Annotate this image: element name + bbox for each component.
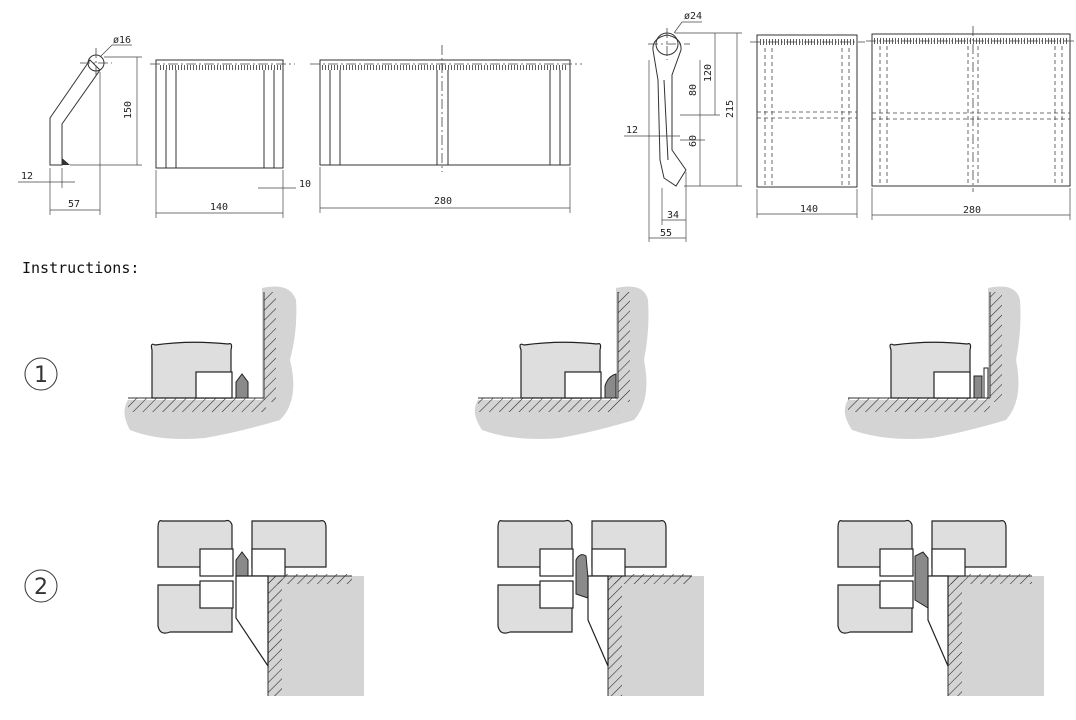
dim-width-55: 55 [660,228,672,239]
dim-mid-80: 80 [688,84,699,96]
large-profile-front-280: 280 [866,26,1074,220]
step-2-label: 2 [24,569,58,603]
large-profile-front-140: 140 [750,34,865,218]
dim-length-280-large: 280 [963,205,981,216]
dim-inner-34: 34 [667,210,679,221]
step-1-diagram-a [124,286,297,439]
dim-height-150: 150 [123,101,134,119]
dim-length-280: 280 [434,196,452,207]
instructions-title: Instructions: [22,259,139,277]
dim-thickness-12-large: 12 [626,125,638,136]
small-profile-front-280: 280 [310,45,582,213]
dim-diameter-16: ø16 [113,35,131,46]
dim-upper-120: 120 [703,64,714,82]
dim-offset-10: 10 [299,179,311,190]
dim-diameter-24: ø24 [684,11,702,22]
dim-total-215: 215 [725,100,736,118]
dim-thickness-12: 12 [21,171,33,182]
step-2-diagram-a [157,519,364,696]
large-profile-side-view: ø24 120 80 60 215 12 34 55 [624,11,742,242]
step-1-label: 1 [24,357,58,391]
step-1-diagram-b [474,286,649,439]
step-1-diagram-c [844,286,1021,439]
small-profile-side-view: ø16 150 12 57 [18,35,142,215]
dim-length-140: 140 [210,202,228,213]
svg-text:1: 1 [34,363,48,388]
small-profile-front-140: 140 10 [150,59,311,218]
step-2-diagram-b [497,519,704,696]
dim-length-140-large: 140 [800,204,818,215]
dim-lower-60: 60 [688,135,699,147]
step-2-diagram-c [837,519,1044,696]
svg-text:2: 2 [34,575,48,600]
dim-width-57: 57 [68,199,80,210]
